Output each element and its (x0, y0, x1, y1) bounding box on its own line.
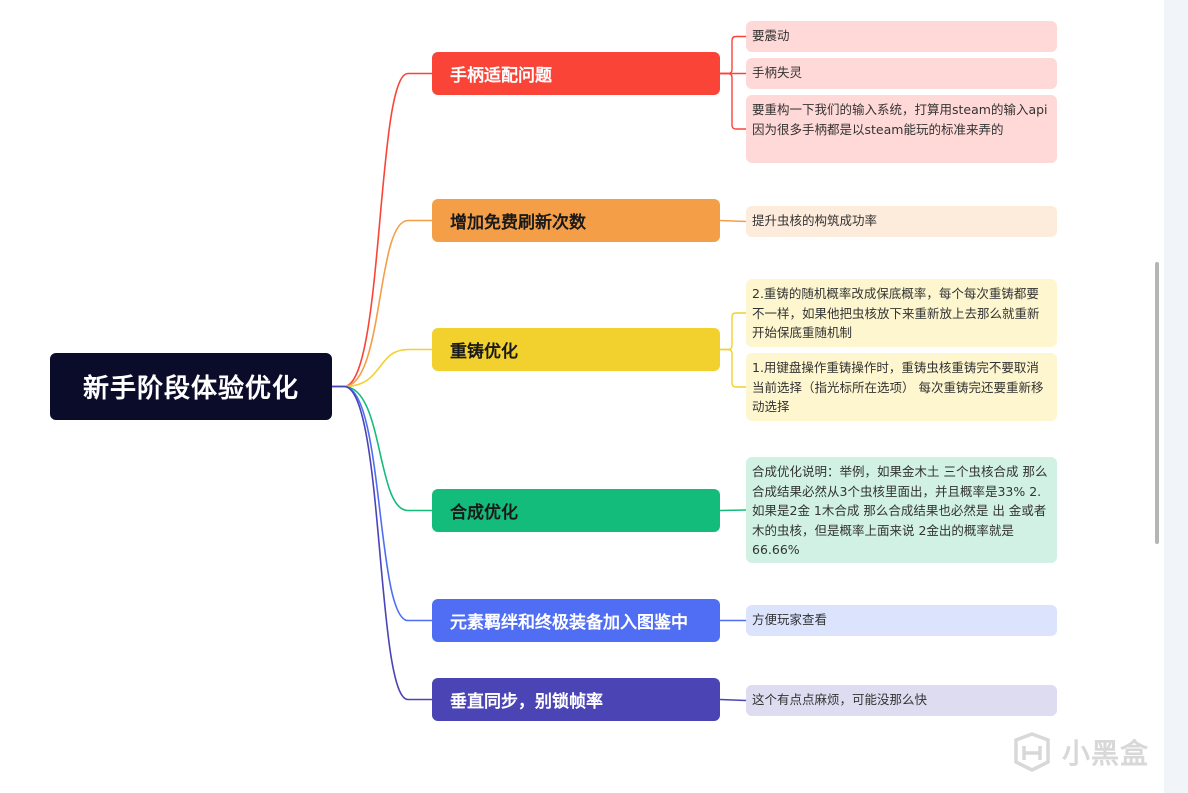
branch-label: 手柄适配问题 (450, 66, 552, 86)
branch-connector (332, 385, 432, 701)
leaf-connector (720, 348, 746, 388)
branch-free-refresh[interactable]: 增加免费刷新次数 (432, 199, 720, 242)
branch-connector (332, 385, 432, 512)
leaf-reforge-keyboard[interactable]: 1.用键盘操作重铸操作时，重铸虫核重铸完不要取消当前选择（指光标所在选项） 每次… (746, 353, 1057, 421)
branch-vsync[interactable]: 垂直同步，别锁帧率 (432, 678, 720, 721)
leaf-player-convenience[interactable]: 方便玩家查看 (746, 605, 1057, 636)
watermark: 小黑盒 (1010, 728, 1160, 776)
leaf-merge-explanation[interactable]: 合成优化说明：举例，如果金木土 三个虫核合成 那么 合成结果必然从3个虫核里面出… (746, 457, 1057, 563)
leaf-connector (720, 72, 746, 130)
leaf-reforge-pity[interactable]: 2.重铸的随机概率改成保底概率，每个每次重铸都要不一样，如果他把虫核放下来重新放… (746, 279, 1057, 347)
scrollbar-track[interactable] (1164, 0, 1188, 793)
scrollbar-thumb[interactable] (1155, 262, 1159, 544)
leaf-text: 这个有点点麻烦，可能没那么快 (752, 692, 928, 707)
leaf-text: 方便玩家查看 (752, 612, 828, 627)
leaf-controller-failure[interactable]: 手柄失灵 (746, 58, 1057, 89)
leaf-text: 手柄失灵 (752, 65, 803, 80)
root-topic[interactable]: 新手阶段体验优化 (50, 353, 332, 420)
leaf-connector (719, 219, 747, 223)
leaf-vibration[interactable]: 要震动 (746, 21, 1057, 52)
leaf-text: 要重构一下我们的输入系统，打算用steam的输入api 因为很多手柄都是以ste… (752, 102, 1048, 137)
branch-label: 元素羁绊和终极装备加入图鉴中 (450, 613, 688, 633)
branch-label: 合成优化 (450, 503, 518, 523)
leaf-connector (719, 698, 747, 702)
branch-connector (332, 348, 432, 388)
leaf-build-success-rate[interactable]: 提升虫核的构筑成功率 (746, 206, 1057, 237)
branch-connector (332, 72, 432, 388)
leaf-text: 2.重铸的随机概率改成保底概率，每个每次重铸都要不一样，如果他把虫核放下来重新放… (752, 286, 1040, 340)
leaf-text: 1.用键盘操作重铸操作时，重铸虫核重铸完不要取消当前选择（指光标所在选项） 每次… (752, 360, 1044, 414)
watermark-text: 小黑盒 (1062, 737, 1150, 770)
leaf-vsync-note[interactable]: 这个有点点麻烦，可能没那么快 (746, 685, 1057, 716)
branch-reforge-optimization[interactable]: 重铸优化 (432, 328, 720, 371)
branch-connector (332, 385, 432, 622)
leaf-connector (720, 312, 746, 351)
leaf-text: 要震动 (752, 28, 790, 43)
branch-controller-adaptation[interactable]: 手柄适配问题 (432, 52, 720, 95)
leaf-text: 合成优化说明：举例，如果金木土 三个虫核合成 那么 合成结果必然从3个虫核里面出… (752, 464, 1048, 557)
branch-label: 垂直同步，别锁帧率 (450, 692, 603, 712)
root-topic-label: 新手阶段体验优化 (82, 374, 299, 404)
leaf-text: 提升虫核的构筑成功率 (752, 213, 878, 228)
branch-label: 增加免费刷新次数 (450, 213, 586, 233)
branch-codex-additions[interactable]: 元素羁绊和终极装备加入图鉴中 (432, 599, 720, 642)
leaf-input-system-rebuild[interactable]: 要重构一下我们的输入系统，打算用steam的输入api 因为很多手柄都是以ste… (746, 95, 1057, 163)
branch-label: 重铸优化 (450, 342, 518, 362)
leaf-connector (719, 509, 747, 512)
branch-merge-optimization[interactable]: 合成优化 (432, 489, 720, 532)
leaf-connector (720, 35, 746, 75)
watermark-logo-icon (1014, 732, 1050, 772)
branch-connector (332, 219, 432, 388)
